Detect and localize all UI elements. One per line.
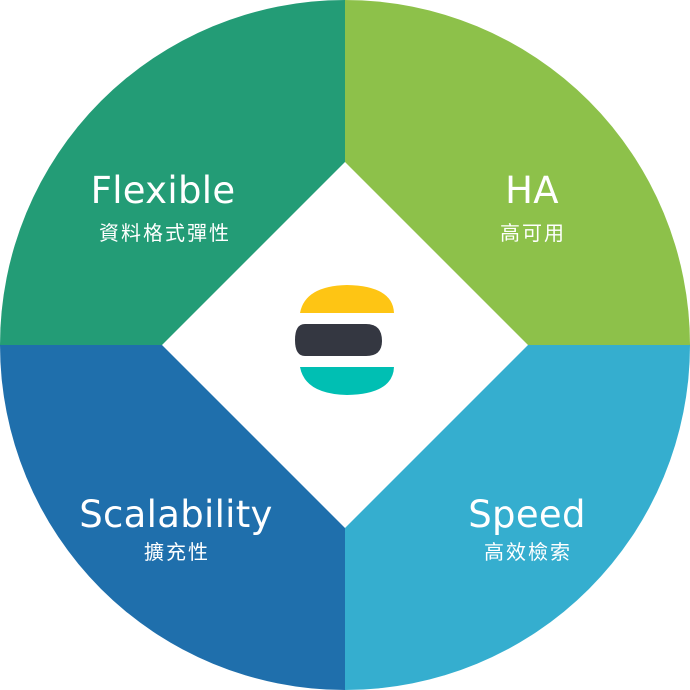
ha-subtitle: 高可用 (500, 221, 566, 245)
ha-title: HA (505, 169, 559, 212)
speed-title: Speed (468, 493, 586, 536)
logo-bottom-bar (300, 367, 394, 395)
flexible-title: Flexible (91, 169, 236, 212)
scalability-title: Scalability (79, 493, 273, 536)
speed-subtitle: 高效檢索 (484, 540, 572, 564)
logo-top-bar (300, 285, 394, 313)
elastic-logo (295, 285, 394, 395)
scalability-subtitle: 擴充性 (144, 540, 210, 564)
logo-middle-bar (295, 324, 382, 356)
flexible-subtitle: 資料格式彈性 (99, 221, 231, 245)
